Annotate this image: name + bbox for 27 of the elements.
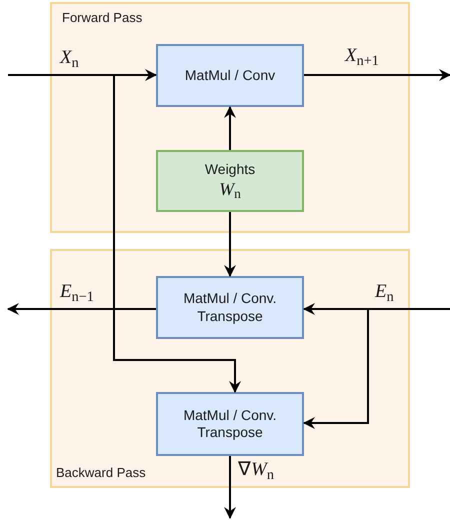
arrow <box>113 75 241 393</box>
panel <box>50 2 410 233</box>
edge-label: E$_{n−1}$ <box>60 282 94 301</box>
process-box <box>156 150 304 212</box>
arrow <box>304 69 450 81</box>
arrow <box>224 106 236 150</box>
process-box <box>156 276 304 339</box>
box-label: MatMul / Conv <box>184 66 276 84</box>
edge-label: X$_{n+1}$ <box>345 46 379 65</box>
arrow <box>224 456 236 519</box>
math-label: W$_{n}$ <box>219 178 241 201</box>
box-label: MatMul / Conv. Transpose <box>182 406 278 442</box>
edge-label: ∇W$_{n}$ <box>238 460 274 479</box>
arrow <box>303 303 450 315</box>
box-label: Weights <box>204 161 256 179</box>
process-box <box>156 44 304 107</box>
edge-label: E$_{n}$ <box>375 282 394 301</box>
edge-label: X$_{n}$ <box>60 48 79 67</box>
panel <box>50 249 410 488</box>
arrow <box>8 69 157 81</box>
arrow <box>303 309 369 429</box>
panel-title: Backward Pass <box>56 464 146 482</box>
arrow <box>7 303 156 315</box>
panel-title: Forward Pass <box>62 9 142 27</box>
arrow <box>224 212 236 277</box>
box-label: MatMul / Conv. Transpose <box>182 290 278 325</box>
process-box <box>156 392 304 456</box>
